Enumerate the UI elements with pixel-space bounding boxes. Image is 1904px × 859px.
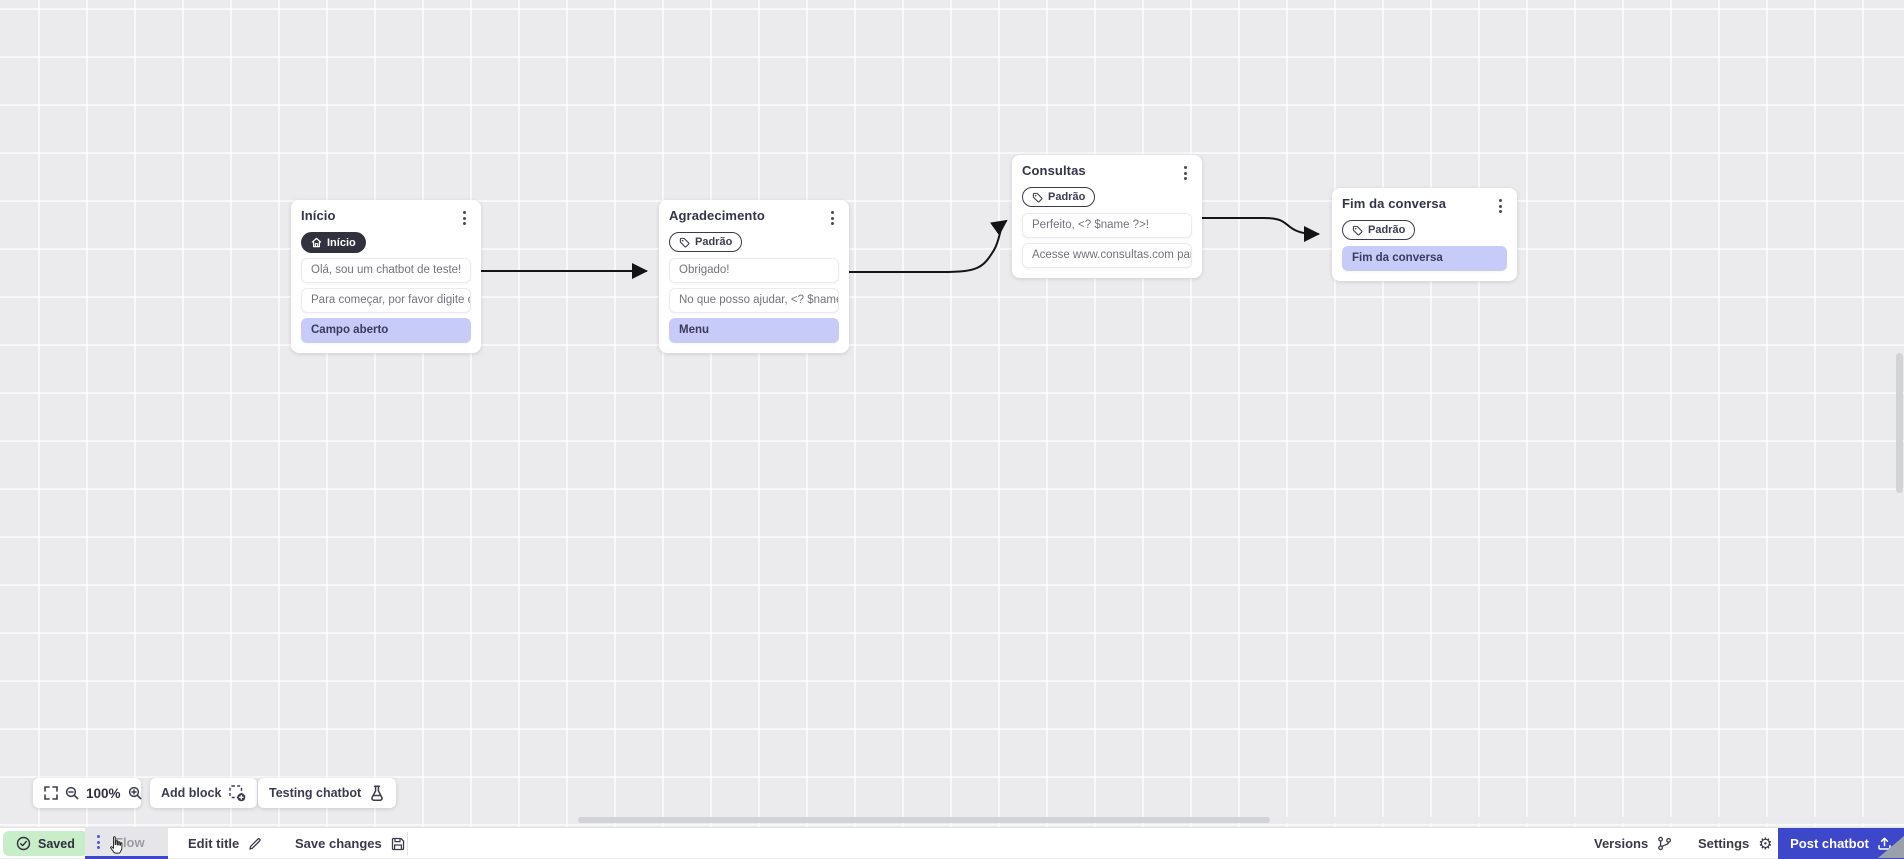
- node-menu-icon[interactable]: [458, 208, 471, 228]
- wire-agradecimento-consultas: [848, 219, 1008, 273]
- zoom-level: 100%: [86, 785, 121, 801]
- add-block-icon: [229, 784, 246, 801]
- testing-chatbot-button[interactable]: Testing chatbot: [258, 778, 397, 808]
- connection-wires: [480, 217, 1320, 279]
- node-inicio[interactable]: Início Início Olá, sou um chatbot de tes…: [291, 200, 481, 353]
- fullscreen-icon[interactable]: [44, 786, 58, 800]
- home-icon: [311, 237, 322, 248]
- window-corner: [1878, 836, 1904, 858]
- padrao-badge: Padrão: [1022, 187, 1096, 207]
- action-row[interactable]: Menu: [669, 317, 839, 343]
- node-agradecimento[interactable]: Agradecimento Padrão Obrigado! No que po…: [659, 200, 849, 353]
- node-title: Início: [301, 208, 336, 223]
- saved-status-badge: Saved: [3, 831, 88, 856]
- node-menu-icon[interactable]: [1494, 196, 1507, 216]
- divider: [407, 832, 408, 855]
- message-row[interactable]: Acesse www.consultas.com par...: [1022, 242, 1192, 268]
- node-title: Agradecimento: [669, 208, 765, 223]
- node-fim-da-conversa[interactable]: Fim da conversa Padrão Fim da conversa: [1332, 188, 1517, 281]
- versions-button[interactable]: Versions: [1594, 828, 1672, 859]
- tag-icon: [1352, 225, 1363, 235]
- message-row[interactable]: Para começar, por favor digite o ...: [301, 288, 471, 313]
- testing-chatbot-label: Testing chatbot: [269, 786, 362, 800]
- message-row[interactable]: Perfeito, <? $name ?>!: [1022, 212, 1192, 238]
- padrao-badge: Padrão: [669, 232, 743, 252]
- branch-icon: [1658, 836, 1672, 851]
- flow-tab-label: Flow: [115, 834, 145, 850]
- zoom-out-icon[interactable]: [65, 786, 79, 800]
- check-circle-icon: [16, 836, 31, 851]
- vertical-scrollbar-thumb[interactable]: [1896, 353, 1903, 493]
- node-menu-icon[interactable]: [826, 208, 839, 228]
- gear-icon: ⚙: [1758, 833, 1773, 853]
- pencil-icon: [249, 837, 261, 850]
- edit-title-button[interactable]: Edit title: [188, 828, 262, 859]
- wire-consultas-fim: [1200, 217, 1320, 242]
- settings-button[interactable]: Settings ⚙: [1698, 833, 1773, 853]
- action-row[interactable]: Campo aberto: [301, 318, 471, 343]
- zoom-in-icon[interactable]: [128, 786, 142, 800]
- node-title: Fim da conversa: [1342, 196, 1447, 211]
- save-changes-button[interactable]: Save changes: [295, 828, 405, 859]
- node-title: Consultas: [1022, 163, 1086, 178]
- flask-icon: [371, 785, 383, 801]
- padrao-badge: Padrão: [1342, 220, 1416, 240]
- horizontal-scrollbar-thumb[interactable]: [578, 817, 1270, 823]
- tag-icon: [1032, 192, 1043, 202]
- message-row[interactable]: Olá, sou um chatbot de teste!: [301, 258, 471, 283]
- message-row[interactable]: Obrigado!: [669, 257, 839, 283]
- status-bar: Saved Flow Edit title Save changes Versi…: [0, 827, 1904, 859]
- tag-icon: [679, 237, 690, 247]
- message-row[interactable]: No que posso ajudar, <? $name ...: [669, 287, 839, 313]
- node-menu-icon[interactable]: [1179, 163, 1192, 183]
- zoom-toolbar: 100%: [33, 778, 141, 808]
- tab-flow[interactable]: Flow: [85, 828, 168, 859]
- saved-label: Saved: [38, 836, 75, 851]
- node-consultas[interactable]: Consultas Padrão Perfeito, <? $name ?>! …: [1012, 155, 1202, 278]
- action-row[interactable]: Fim da conversa: [1342, 245, 1507, 271]
- flow-canvas[interactable]: Início Início Olá, sou um chatbot de tes…: [0, 0, 1904, 827]
- tab-menu-icon[interactable]: [95, 833, 102, 851]
- add-block-label: Add block: [161, 786, 222, 800]
- save-icon: [391, 837, 404, 850]
- start-badge: Início: [301, 232, 366, 253]
- add-block-button[interactable]: Add block: [150, 778, 258, 808]
